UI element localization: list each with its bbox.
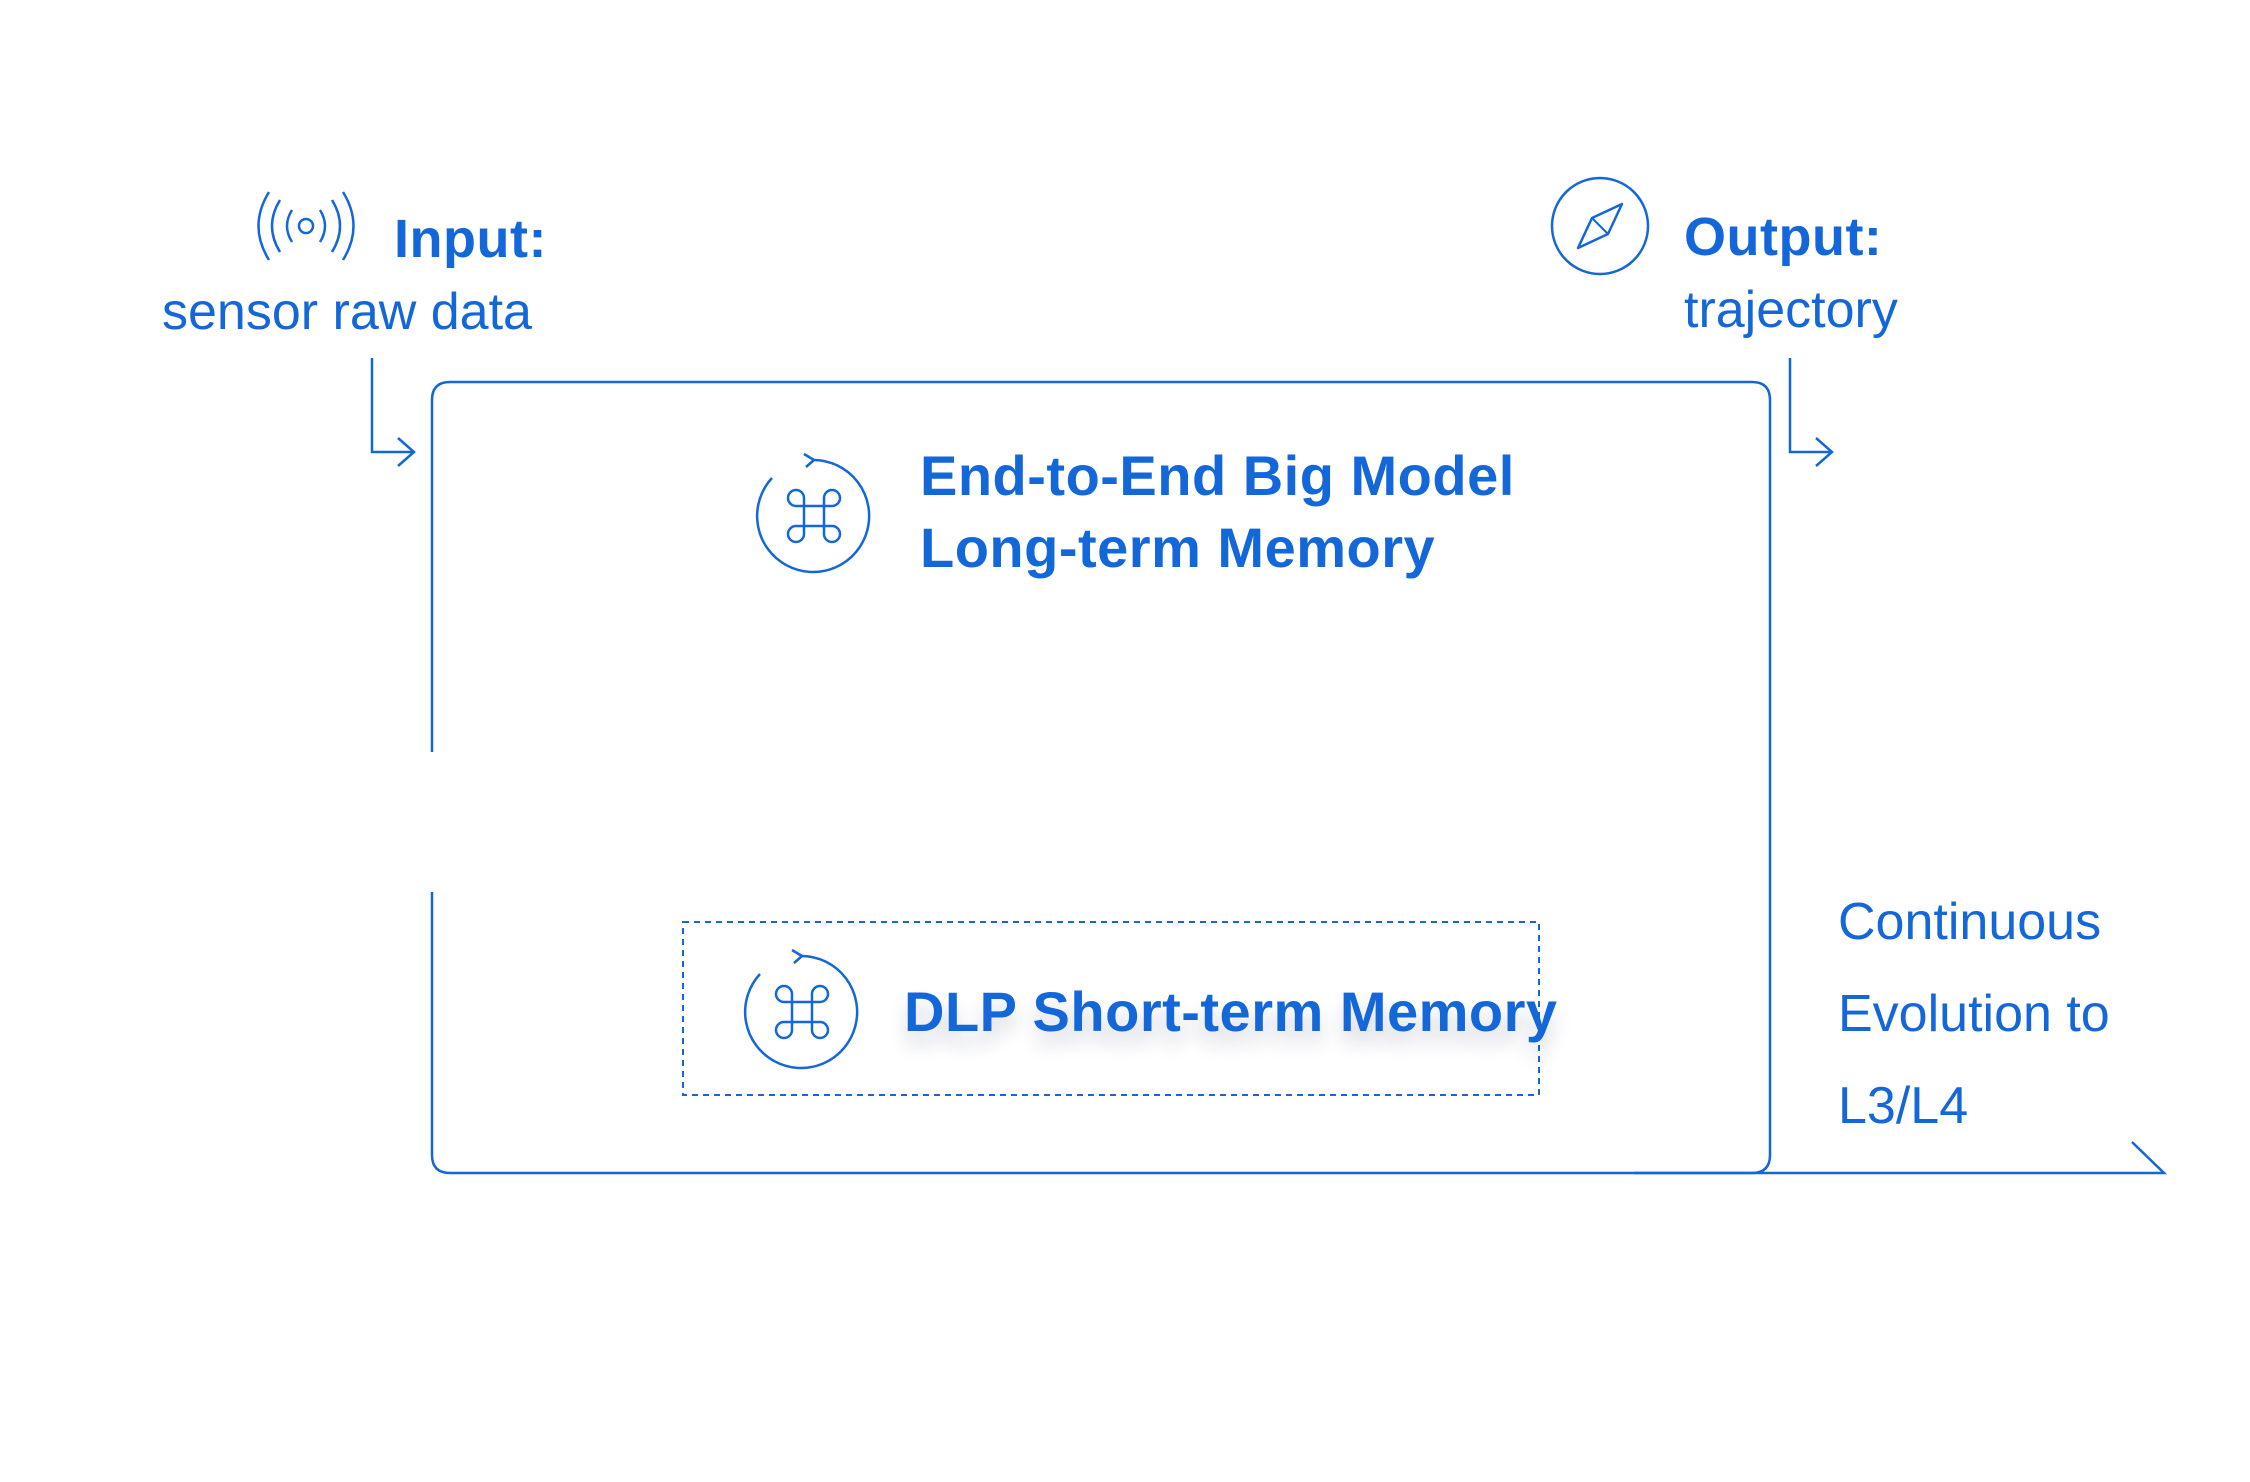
signal-broadcast-icon (257, 191, 355, 261)
evolution-line1: Continuous (1838, 893, 2102, 951)
output-arrow (1788, 358, 1830, 454)
short-term-label: DLP Short-term Memory (904, 980, 1558, 1043)
output-subtitle: trajectory (1684, 281, 1898, 339)
input-arrow (370, 358, 412, 454)
model-title-line2: Long-term Memory (920, 516, 1436, 579)
model-title-line1: End-to-End Big Model (920, 444, 1515, 507)
command-cycle-icon (743, 948, 859, 1070)
output-heading: Output: (1684, 207, 1883, 267)
evolution-line3: L3/L4 (1838, 1077, 1969, 1135)
compass-icon (1550, 176, 1650, 276)
short-term-box (682, 921, 1540, 1096)
input-arrowhead (397, 437, 416, 467)
evolution-line2: Evolution to (1838, 985, 2110, 1043)
input-heading: Input: (394, 209, 547, 269)
output-arrowhead (1815, 437, 1834, 467)
command-cycle-icon (755, 452, 871, 574)
model-frame (430, 380, 1772, 1175)
input-subtitle: sensor raw data (162, 283, 532, 341)
evolution-line (1634, 1141, 2168, 1175)
